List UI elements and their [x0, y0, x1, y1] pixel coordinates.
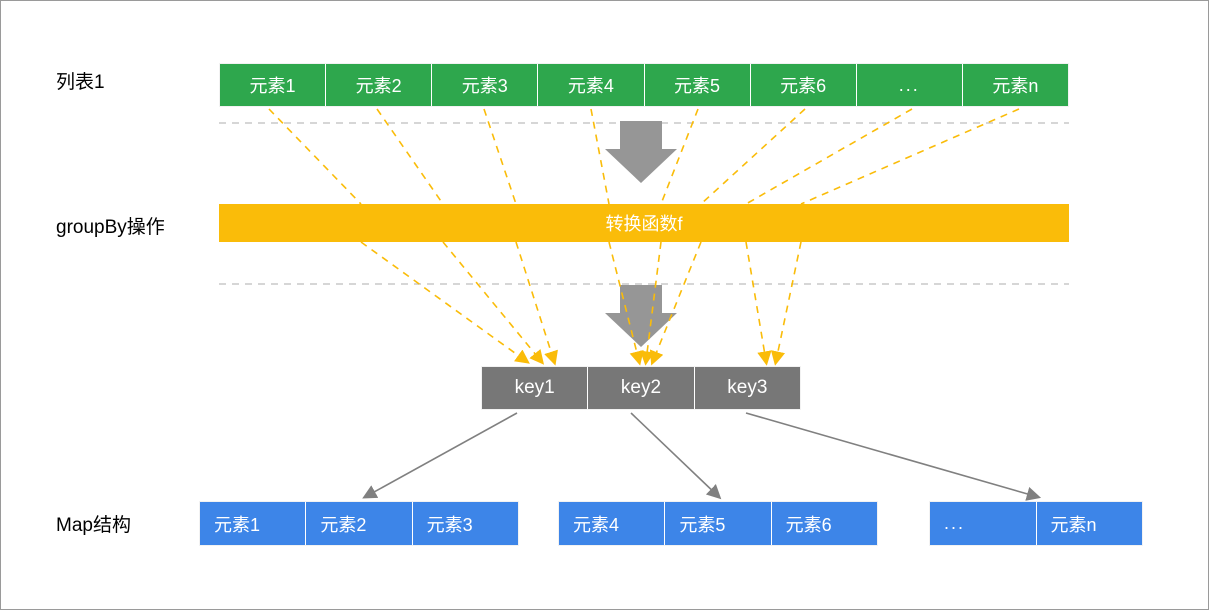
dashed-lower-segments [360, 241, 802, 366]
list-cell: 元素1 [220, 64, 327, 106]
transform-function-bar: 转换函数f [219, 204, 1069, 242]
key-to-group-arrows [362, 412, 1042, 501]
list-strip: 元素1 元素2 元素3 元素4 元素5 元素6 ... 元素n [219, 63, 1069, 107]
list-cell: 元素2 [326, 64, 433, 106]
key-cell: key1 [482, 367, 589, 409]
flow-arrow-down-2 [605, 285, 677, 347]
flow-arrow-down-1 [605, 121, 677, 183]
row-label-map: Map结构 [56, 515, 131, 536]
key-cell: key2 [588, 367, 695, 409]
key3-to-group3 [745, 412, 1042, 501]
row-label-list: 列表1 [56, 72, 105, 93]
list-cell: 元素6 [750, 64, 857, 106]
map-cell: 元素1 [200, 502, 307, 545]
list-cell: 元素n [962, 64, 1068, 106]
map-cell-ellipsis: ... [930, 502, 1037, 545]
map-group: 元素1 元素2 元素3 [199, 501, 519, 546]
map-cell: 元素3 [412, 502, 518, 545]
map-cell: 元素6 [771, 502, 877, 545]
key-cell: key3 [694, 367, 800, 409]
map-cell: 元素n [1036, 502, 1142, 545]
map-group: ... 元素n [929, 501, 1143, 546]
list-cell: 元素3 [432, 64, 539, 106]
map-cell: 元素2 [306, 502, 413, 545]
list-cell: 元素4 [538, 64, 645, 106]
key2-to-group2 [630, 412, 722, 500]
list-cell: 元素5 [644, 64, 751, 106]
row-label-groupby: groupBy操作 [56, 217, 165, 238]
map-cell: 元素5 [665, 502, 772, 545]
keys-strip: key1 key2 key3 [481, 366, 801, 410]
map-cell: 元素4 [559, 502, 666, 545]
map-group: 元素4 元素5 元素6 [558, 501, 878, 546]
key1-to-group1 [362, 412, 518, 499]
list-cell-ellipsis: ... [856, 64, 963, 106]
dashed-upper-segments [268, 108, 1020, 205]
